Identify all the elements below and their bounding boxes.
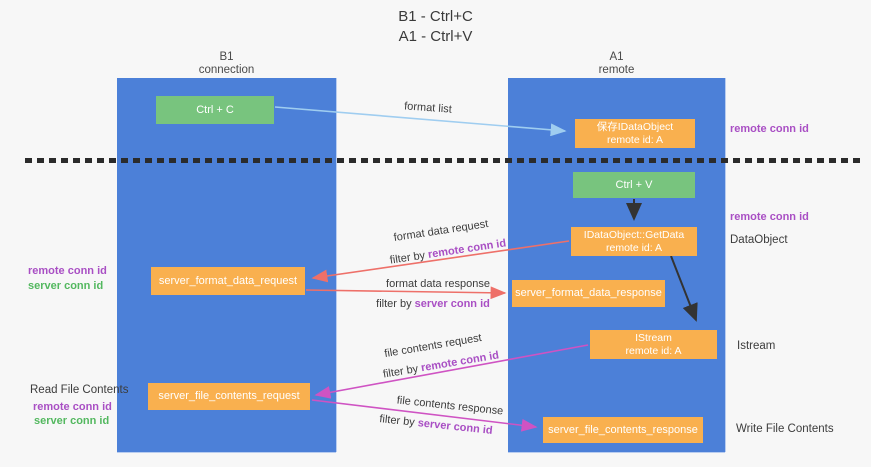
format-data-response-label: format data response [386,278,490,290]
ctrl-c-label: Ctrl + C [196,103,234,116]
annotation-left-remote-conn-id-top: remote conn id [28,265,107,277]
annotation-left-server-conn-id-bottom: server conn id [34,415,110,427]
annotation-dataobject: DataObject [730,234,788,246]
server-format-data-request-label: server_format_data_request [158,274,298,287]
idataobject-getdata-line1: IDataObject::GetData [583,229,685,241]
annotation-left-server-conn-id-top: server conn id [28,280,104,292]
server-file-contents-response-label: server_file_contents_response [548,423,698,436]
istream-line2: remote id: A [625,344,682,357]
annotation-remote-conn-id-top: remote conn id [730,123,809,135]
file-contents-response-filter-label: filter by server conn id [379,413,493,437]
remote-conn-id-key: remote conn id [427,237,507,261]
save-idataobject-line1: 保存IDataObject [596,121,674,133]
dashed-separator [25,158,862,163]
title-line-2: A1 - Ctrl+V [398,28,473,45]
ctrl-v-label: Ctrl + V [615,178,653,191]
annotation-write-file-contents: Write File Contents [736,423,834,435]
server-conn-id-key: server conn id [417,417,494,437]
server-file-contents-response-box: server_file_contents_response [543,417,703,443]
save-idataobject-box: 保存IDataObject remote id: A [575,119,695,148]
format-data-response-filter-label: filter by server conn id [376,298,490,310]
annotation-istream: Istream [737,340,776,352]
annotation-read-file-contents: Read File Contents [30,384,129,396]
remote-conn-id-key: remote conn id [420,349,500,375]
ctrl-v-box: Ctrl + V [573,172,695,198]
format-list-label: format list [403,100,453,116]
lifeline-header-b1: B1 connection [117,51,336,77]
server-format-data-request-box: server_format_data_request [151,267,305,295]
filter-by-text: filter by [378,413,419,430]
format-data-request-label: format data request [392,218,490,244]
annotation-remote-conn-id-mid: remote conn id [730,211,809,223]
annotation-left-remote-conn-id-bottom: remote conn id [33,401,112,413]
server-file-contents-request-label: server_file_contents_request [158,390,300,402]
idataobject-getdata-line2: remote id: A [605,241,663,254]
filter-by-text: filter by [376,298,415,310]
title-line-1: B1 - Ctrl+C [398,8,473,25]
file-contents-response-label: file contents response [396,394,504,418]
filter-by-text: filter by [389,249,429,267]
lifeline-b1-name: B1 [219,51,234,63]
lifeline-b1-role: connection [198,64,255,76]
lifeline-header-a1: A1 remote [508,51,725,77]
istream-box: IStream remote id: A [590,330,717,359]
idataobject-getdata-box: IDataObject::GetData remote id: A [571,227,697,256]
save-idataobject-line2: remote id: A [606,133,664,146]
server-file-contents-request-box: server_file_contents_request [148,383,310,410]
server-format-data-response-box: server_format_data_response [512,280,665,307]
lifeline-a1-role: remote [598,64,635,76]
filter-by-text: filter by [382,362,423,381]
istream-line1: IStream [635,332,672,344]
diagram-title: B1 - Ctrl+C A1 - Ctrl+V [0,7,871,47]
server-format-data-response-label: server_format_data_response [515,287,662,299]
ctrl-c-box: Ctrl + C [156,96,274,124]
lifeline-a1-name: A1 [609,51,624,63]
server-conn-id-key: server conn id [414,298,490,310]
